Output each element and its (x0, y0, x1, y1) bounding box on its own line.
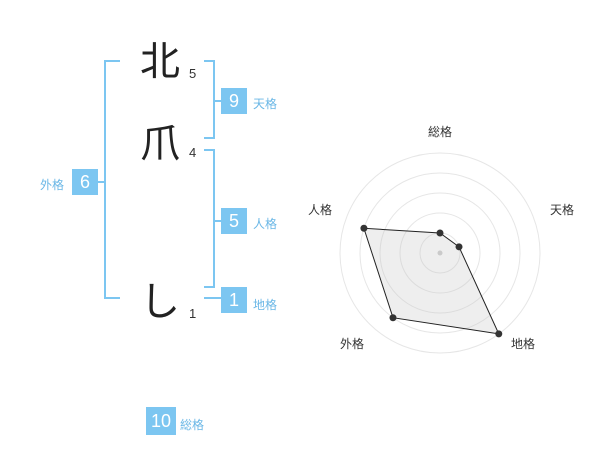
radar-point-3 (495, 330, 503, 338)
gaikaku-label: 外格 (40, 178, 65, 192)
radar-ring (359, 172, 521, 334)
radar-point-4 (389, 314, 397, 322)
tenkaku-value: 9 (221, 88, 247, 114)
radar-ring (339, 152, 541, 354)
name-char-3: し (140, 279, 180, 325)
radar-axis-label-gaikaku: 外格 (340, 337, 365, 351)
radar-ring (379, 192, 501, 314)
jinkaku-value: 5 (221, 208, 247, 234)
soukaku-label: 総格 (180, 418, 205, 432)
stroke-count-1: 5 (189, 66, 197, 81)
outer-bracket (104, 60, 120, 299)
radar-axis-label-soukaku: 総格 (428, 125, 453, 139)
radar-point-5 (360, 224, 368, 232)
stroke-count-2: 4 (189, 145, 197, 160)
radar-axis-label-chikaku: 地格 (511, 337, 536, 351)
name-char-1: 北 (140, 39, 180, 85)
radar-point-2 (455, 243, 463, 251)
radar-center (437, 250, 443, 256)
stroke-count-3: 1 (189, 306, 197, 321)
jinkaku-label: 人格 (253, 217, 278, 231)
chikaku-label: 地格 (253, 298, 278, 312)
radar-point-1 (436, 229, 444, 237)
chikaku-value: 1 (221, 287, 247, 313)
jinkaku-bracket (204, 149, 215, 288)
tenkaku-bracket (204, 60, 215, 139)
name-char-2: 爪 (140, 121, 180, 167)
radar-axis-label-jinkaku: 人格 (308, 203, 333, 217)
soukaku-value: 10 (146, 407, 176, 435)
gaikaku-value: 6 (72, 169, 98, 195)
tenkaku-label: 天格 (253, 97, 278, 111)
radar-axis-label-tenkaku: 天格 (550, 203, 575, 217)
radar-series-polygon (363, 227, 500, 335)
radar-ring (399, 212, 481, 294)
